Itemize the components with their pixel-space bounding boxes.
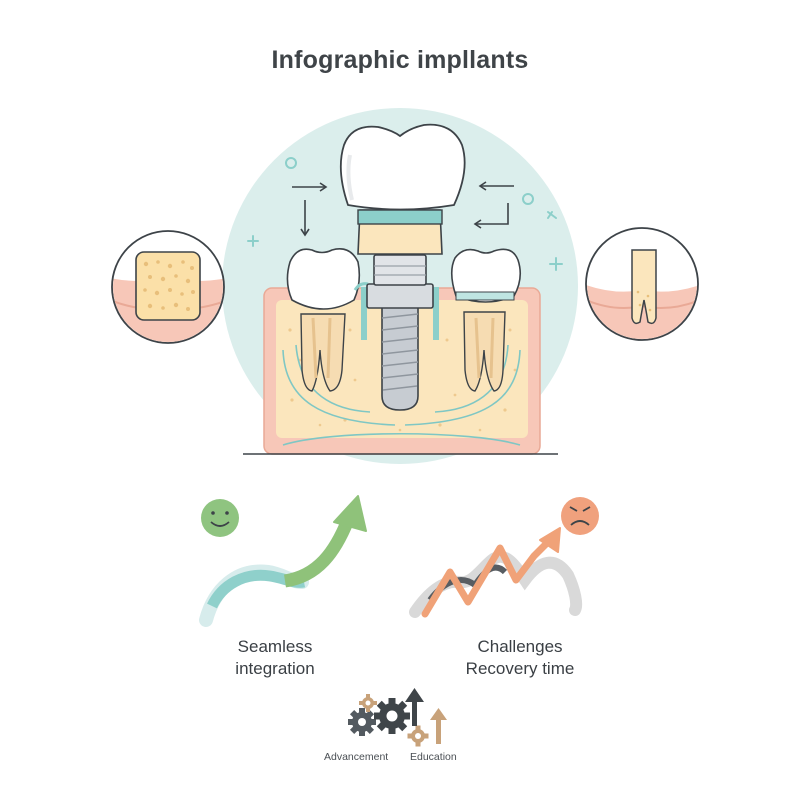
advancement-gears bbox=[348, 688, 447, 747]
circle-icon bbox=[285, 157, 297, 169]
implant-crown bbox=[339, 123, 466, 211]
arrow-up-icon bbox=[430, 708, 447, 744]
plus-icon bbox=[549, 257, 563, 271]
root-detail-circle bbox=[585, 227, 699, 341]
decor-marks bbox=[247, 157, 563, 271]
plus-icon bbox=[247, 235, 259, 247]
circle-icon bbox=[522, 193, 534, 205]
gear-icon bbox=[374, 698, 410, 734]
right-tooth bbox=[450, 248, 522, 392]
challenges-caption-line2: Recovery time bbox=[465, 659, 575, 678]
frown-icon bbox=[561, 497, 599, 535]
integration-caption: Seamless integration bbox=[175, 636, 375, 680]
integration-arrow bbox=[199, 495, 367, 627]
challenges-caption: Challenges Recovery time bbox=[420, 636, 620, 680]
integration-caption-line2: integration bbox=[235, 659, 315, 678]
challenges-caption-line1: Challenges bbox=[477, 637, 563, 656]
flow-arrows bbox=[292, 181, 514, 237]
implant-abutment bbox=[373, 254, 427, 286]
challenges-arrow bbox=[409, 527, 583, 618]
smiley-icon bbox=[201, 499, 239, 537]
gear-icon bbox=[407, 725, 429, 747]
bone-detail-circle bbox=[111, 230, 225, 344]
implant-collar bbox=[366, 283, 434, 309]
implant-screw bbox=[381, 305, 419, 411]
arrow-left-icon bbox=[473, 203, 509, 229]
gear-icon bbox=[348, 708, 376, 736]
arrow-down-icon bbox=[300, 200, 310, 237]
implant bbox=[339, 123, 466, 411]
left-tooth bbox=[286, 248, 361, 392]
arrow-up-icon bbox=[405, 688, 424, 726]
arrow-right-icon bbox=[292, 182, 328, 192]
page-title: Infographic impllants bbox=[271, 46, 529, 74]
advancement-label: Advancement bbox=[324, 751, 389, 763]
integration-caption-line1: Seamless bbox=[237, 637, 313, 656]
arrow-left-icon bbox=[478, 181, 514, 191]
education-label: Education bbox=[410, 751, 457, 763]
plus-icon bbox=[547, 211, 557, 219]
gear-icon bbox=[359, 694, 377, 712]
